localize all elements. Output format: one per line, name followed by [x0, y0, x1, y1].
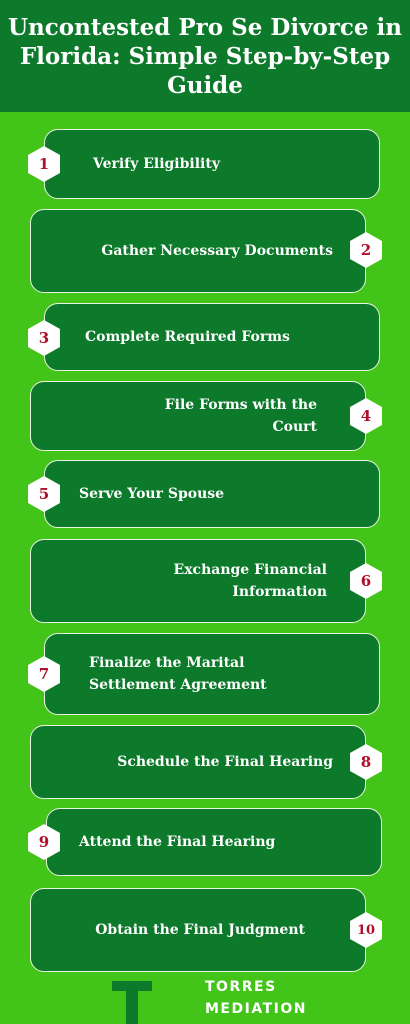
step-label: Attend the Final Hearing: [79, 834, 276, 850]
step-label: Complete Required Forms: [85, 329, 290, 345]
step-card-1: Verify Eligibility: [44, 129, 380, 199]
step-number-badge: 4: [350, 398, 382, 434]
step-label: Schedule the Final Hearing: [117, 754, 333, 770]
step-card-7: Finalize the Marital Settlement Agreemen…: [44, 633, 380, 715]
step-label: Exchange Financial Information: [173, 562, 327, 600]
brand-name: TORRES MEDIATION: [205, 976, 307, 1020]
torres-logo-icon: [112, 981, 152, 1024]
step-number-badge: 2: [350, 232, 382, 268]
page-title: Uncontested Pro Se Divorce in Florida: S…: [7, 13, 403, 99]
step-number-badge: 6: [350, 563, 382, 599]
brand-line-1: TORRES: [205, 979, 277, 995]
step-label: File Forms with the Court: [164, 397, 317, 435]
step-label: Serve Your Spouse: [79, 486, 225, 502]
brand-line-2: MEDIATION: [205, 1001, 307, 1017]
step-number-badge: 8: [350, 744, 382, 780]
step-label: Obtain the Final Judgment: [95, 922, 305, 938]
step-card-9: Attend the Final Hearing: [46, 808, 382, 876]
step-label: Finalize the Marital Settlement Agreemen…: [89, 655, 267, 693]
step-label: Verify Eligibility: [93, 156, 220, 172]
step-card-6: Exchange Financial Information: [30, 539, 366, 623]
step-number-badge: 10: [350, 912, 382, 948]
step-card-5: Serve Your Spouse: [44, 460, 380, 528]
step-card-3: Complete Required Forms: [44, 303, 380, 371]
step-card-8: Schedule the Final Hearing: [30, 725, 366, 799]
header-banner: Uncontested Pro Se Divorce in Florida: S…: [0, 0, 410, 112]
step-card-10: Obtain the Final Judgment: [30, 888, 366, 972]
step-card-2: Gather Necessary Documents: [30, 209, 366, 293]
step-label: Gather Necessary Documents: [101, 243, 333, 259]
step-card-4: File Forms with the Court: [30, 381, 366, 451]
